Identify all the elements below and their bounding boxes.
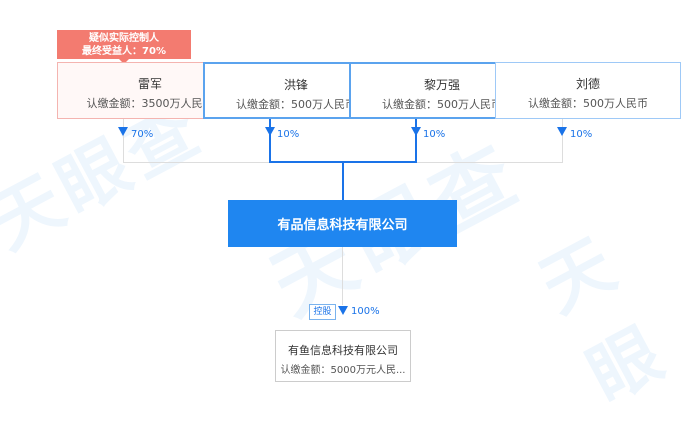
holding-percent: 100%	[351, 306, 380, 317]
connector-line	[123, 119, 124, 162]
shareholder-name: 刘德	[575, 77, 600, 91]
shareholder-amount: 认缴金额：3500万人民币	[86, 97, 214, 110]
controller-badge: 疑似实际控制人 最终受益人：70%	[57, 30, 191, 59]
subsidiary-amount: 认缴金额：5000万元人民...	[280, 365, 406, 376]
controller-badge-line1: 疑似实际控制人	[89, 33, 159, 44]
company-card[interactable]: 有品信息科技有限公司	[228, 200, 457, 247]
subsidiary-card[interactable]: 有鱼信息科技有限公司 认缴金额：5000万元人民...	[275, 330, 411, 382]
holding-tag: 控股	[309, 304, 336, 320]
controller-badge-line2: 最终受益人：70%	[82, 46, 166, 57]
arrow-down-icon	[338, 306, 348, 315]
shareholder-name: 洪锋	[283, 78, 308, 92]
shareholder-amount: 认缴金额：500万人民币	[382, 98, 502, 111]
share-percent: 10%	[570, 129, 593, 140]
shareholder-amount: 认缴金额：500万人民币	[236, 98, 356, 111]
badge-pointer-icon	[119, 59, 129, 64]
arrow-down-icon	[265, 127, 275, 136]
connector-line	[415, 119, 417, 163]
connector-line	[342, 247, 343, 305]
arrow-down-icon	[557, 127, 567, 136]
connector-line	[269, 119, 271, 163]
connector-line	[562, 119, 563, 162]
connector-line	[342, 161, 344, 200]
company-name: 有品信息科技有限公司	[277, 218, 408, 233]
shareholder-amount: 认缴金额：500万人民币	[528, 97, 648, 110]
watermark: 天眼	[527, 223, 676, 418]
shareholder-card[interactable]: 刘德 认缴金额：500万人民币	[495, 62, 681, 119]
share-percent: 10%	[423, 129, 446, 140]
share-percent: 10%	[277, 129, 300, 140]
shareholder-name: 雷军	[137, 77, 162, 91]
arrow-down-icon	[118, 127, 128, 136]
share-percent: 70%	[131, 129, 154, 140]
shareholder-name: 黎万强	[423, 78, 460, 92]
arrow-down-icon	[411, 127, 421, 136]
subsidiary-name: 有鱼信息科技有限公司	[288, 344, 398, 357]
